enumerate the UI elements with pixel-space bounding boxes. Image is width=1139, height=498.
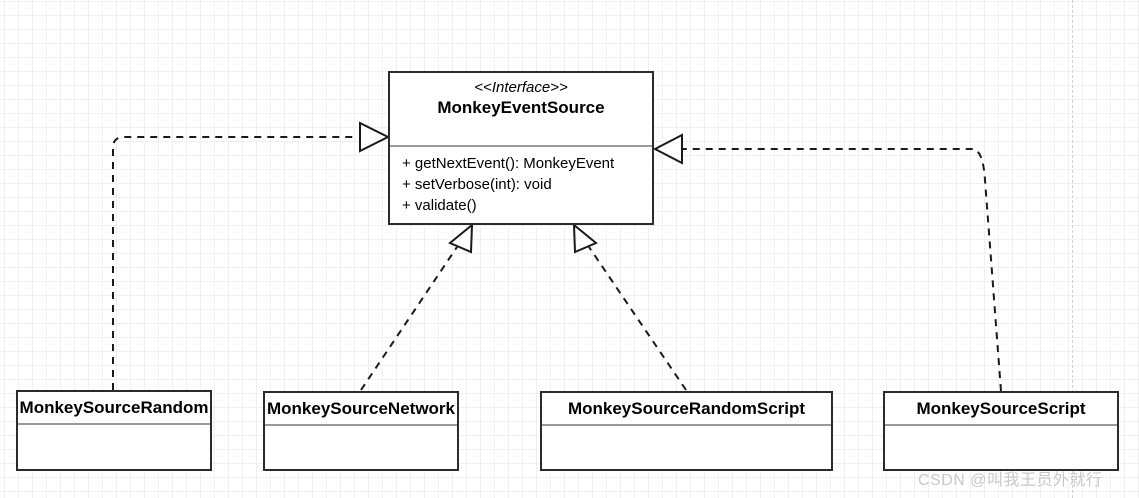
edge-script-to-interface [676,148,1002,392]
class-header: MonkeySourceRandom [18,392,210,423]
watermark-label: CSDN @叫我王员外就行 [918,472,1103,489]
class-name-label: MonkeyEventSource [437,98,605,117]
members-compartment [885,426,1117,471]
members-compartment [542,426,831,471]
class-header: MonkeySourceScript [885,393,1117,424]
class-name-label: MonkeySourceNetwork [267,398,455,418]
edge-network-to-interface [360,246,458,391]
members-compartment [18,425,210,470]
class-name-label: MonkeySourceScript [916,398,1086,418]
class-box-monkeysourcenetwork[interactable]: MonkeySourceNetwork [263,391,459,471]
class-header: MonkeySourceRandomScript [542,393,831,424]
edge-random-to-interface [112,136,356,390]
page-break-guide [1072,0,1073,498]
edge-randomscript-to-interface [588,246,687,391]
class-box-monkeysourcescript[interactable]: MonkeySourceScript [883,391,1119,471]
section-divider [885,424,1117,426]
members-compartment [265,426,457,471]
class-box-monkeysourcerandomscript[interactable]: MonkeySourceRandomScript [540,391,833,471]
class-header: <<Interface>> MonkeyEventSource [390,73,652,145]
class-header: MonkeySourceNetwork [265,393,457,424]
section-divider [390,145,652,147]
member-item: + getNextEvent(): MonkeyEvent [402,155,615,172]
stereotype-label: <<Interface>> [474,79,568,96]
arrowhead-script [652,133,683,165]
members-compartment: + getNextEvent(): MonkeyEvent + setVerbo… [390,147,652,216]
section-divider [542,424,831,426]
arrowhead-network [448,222,474,254]
section-divider [18,423,210,425]
class-box-monkeysourcerandom[interactable]: MonkeySourceRandom [16,390,212,471]
section-divider [265,424,457,426]
class-name-label: MonkeySourceRandom [19,397,209,417]
member-item: + setVerbose(int): void [402,176,552,193]
class-box-monkeyeventsource[interactable]: <<Interface>> MonkeyEventSource + getNex… [388,71,654,225]
arrowhead-random [359,121,391,153]
arrowhead-randomscript [572,222,598,254]
member-item: + validate() [402,197,477,214]
class-name-label: MonkeySourceRandomScript [567,398,806,418]
